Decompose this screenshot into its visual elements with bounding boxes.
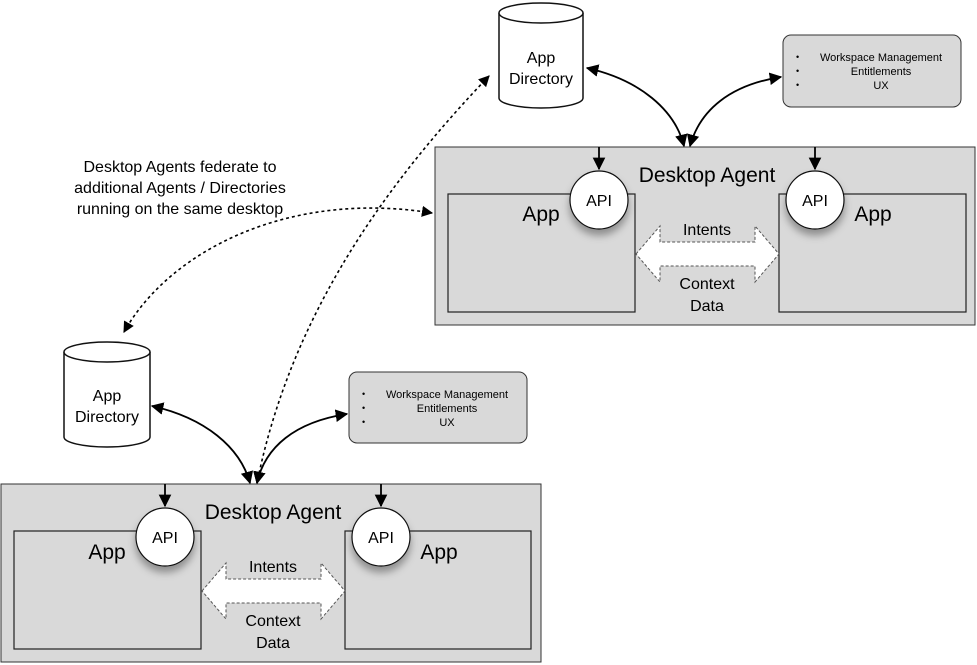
federation-arrow-agents: [123, 205, 434, 333]
bottom-services-bullet-3: •: [362, 417, 365, 427]
top-desktop-agent-title: Desktop Agent: [639, 164, 776, 187]
top-services-box: • • • Workspace Management Entitlements …: [782, 34, 962, 108]
top-services-item-3: UX: [873, 80, 889, 92]
top-services-item-1: Workspace Management: [820, 52, 942, 64]
bottom-desktop-agent-title: Desktop Agent: [205, 501, 342, 524]
top-right-app-label: App: [854, 203, 891, 226]
bottom-services-item-3: UX: [439, 417, 455, 429]
federation-note-line-2: additional Agents / Directories: [74, 180, 286, 197]
bottom-services-connector: [253, 409, 349, 485]
top-context-label-1: Context: [679, 276, 735, 293]
bottom-directory-label-2: Directory: [75, 409, 139, 426]
bottom-left-api-circle: [135, 507, 195, 567]
bottom-cluster: App Directory • • • Workspace Management…: [0, 341, 542, 663]
bottom-directory-label-1: App: [93, 388, 122, 405]
top-context-label-2: Data: [690, 298, 724, 315]
top-directory-label-2: Directory: [509, 71, 573, 88]
bottom-right-api-label: API: [368, 530, 394, 547]
bottom-intents-label: Intents: [249, 559, 297, 576]
top-intents-double-arrow: [635, 224, 780, 284]
top-directory-label-1: App: [527, 50, 556, 67]
top-cluster: App Directory • • • Workspace Management…: [434, 2, 976, 326]
bottom-context-label-2: Data: [256, 635, 290, 652]
top-left-api-circle: [569, 170, 629, 230]
top-app-directory: App Directory: [498, 2, 584, 109]
top-intents-label: Intents: [683, 222, 731, 239]
top-left-api-label: API: [586, 193, 612, 210]
top-services-connector: [686, 72, 783, 148]
bottom-right-api-circle: [351, 507, 411, 567]
bottom-left-app-label: App: [88, 541, 125, 564]
federation-note-line-1: Desktop Agents federate to: [83, 159, 276, 176]
top-left-app-label: App: [522, 203, 559, 226]
top-right-api-label: API: [802, 193, 828, 210]
top-right-api-circle: [785, 170, 845, 230]
bottom-services-box: • • • Workspace Management Entitlements …: [348, 371, 528, 444]
bottom-left-api-label: API: [152, 530, 178, 547]
top-services-bullet-3: •: [796, 80, 799, 90]
federation-note-line-3: running on the same desktop: [77, 201, 283, 218]
bottom-context-label-1: Context: [245, 613, 301, 630]
top-directory-connector: [585, 64, 688, 148]
bottom-services-item-1: Workspace Management: [386, 389, 508, 401]
bottom-right-app-label: App: [420, 541, 457, 564]
bottom-services-item-2: Entitlements: [417, 403, 478, 415]
top-services-item-2: Entitlements: [851, 66, 912, 78]
bottom-intents-double-arrow: [201, 561, 346, 621]
top-services-bullet-1: •: [796, 52, 799, 62]
bottom-app-directory: App Directory: [63, 341, 151, 448]
bottom-directory-connector: [150, 402, 254, 485]
bottom-services-bullet-1: •: [362, 389, 365, 399]
top-services-bullet-2: •: [796, 66, 799, 76]
bottom-services-bullet-2: •: [362, 403, 365, 413]
